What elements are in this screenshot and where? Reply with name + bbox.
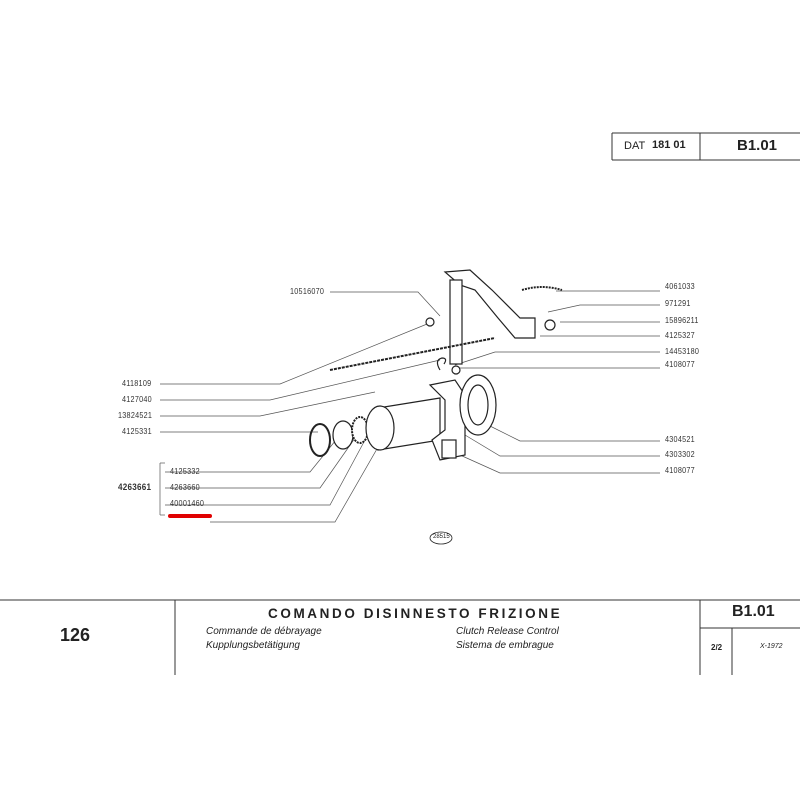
figure-number-badge [429,531,453,545]
adjusting-rod [329,337,496,371]
washer [451,365,461,375]
part-label: 10516070 [290,286,325,296]
o-ring [309,423,331,457]
clip [436,357,447,371]
title-french: Commande de débrayage [206,626,322,637]
title-italian: COMANDO DISINNESTO FRIZIONE [268,606,563,621]
part-label: 4303302 [665,449,695,459]
bushing-lower [441,439,457,459]
bushing [332,420,354,450]
part-label: 4127040 [122,394,152,404]
part-label: 4108077 [665,359,695,369]
part-label: 4061033 [665,281,695,291]
lever-shaft [449,279,463,365]
revision-date: X-1972 [760,643,783,650]
part-label: 4304521 [665,434,695,444]
part-label: 971291 [665,298,691,308]
part-label: 13824521 [118,410,153,420]
header-box [611,132,800,161]
title-german: Kupplungsbetätigung [206,640,300,651]
assembly-number: 4263661 [118,482,152,493]
part-label: 15896211 [665,315,699,325]
return-spring [521,286,563,291]
part-label: 4108077 [665,465,695,475]
part-label: 4118109 [122,378,152,388]
part-label: 4125332 [170,466,200,476]
part-label-highlighted: 40001460 [170,498,205,508]
title-english: Clutch Release Control [456,626,559,637]
part-label: 4263660 [170,482,200,492]
bolt [425,317,435,327]
clutch-parts [309,269,563,545]
dat-label: DAT [624,140,646,152]
footer-page-code: B1.01 [732,603,775,620]
page-code: B1.01 [737,137,778,154]
footer-grid [0,599,800,675]
part-label: 14453180 [665,346,700,356]
sleeve-flange [365,405,395,451]
nut [544,319,556,331]
release-lever [443,269,536,339]
sheet-number: 2/2 [711,643,723,652]
figure-number: 28515 [433,534,450,540]
dat-number: 181 01 [652,139,686,151]
title-spanish: Sistema de embrague [456,640,554,651]
part-label: 4125327 [665,330,695,340]
part-label: 4125331 [122,426,152,436]
model-number: 126 [60,625,91,645]
